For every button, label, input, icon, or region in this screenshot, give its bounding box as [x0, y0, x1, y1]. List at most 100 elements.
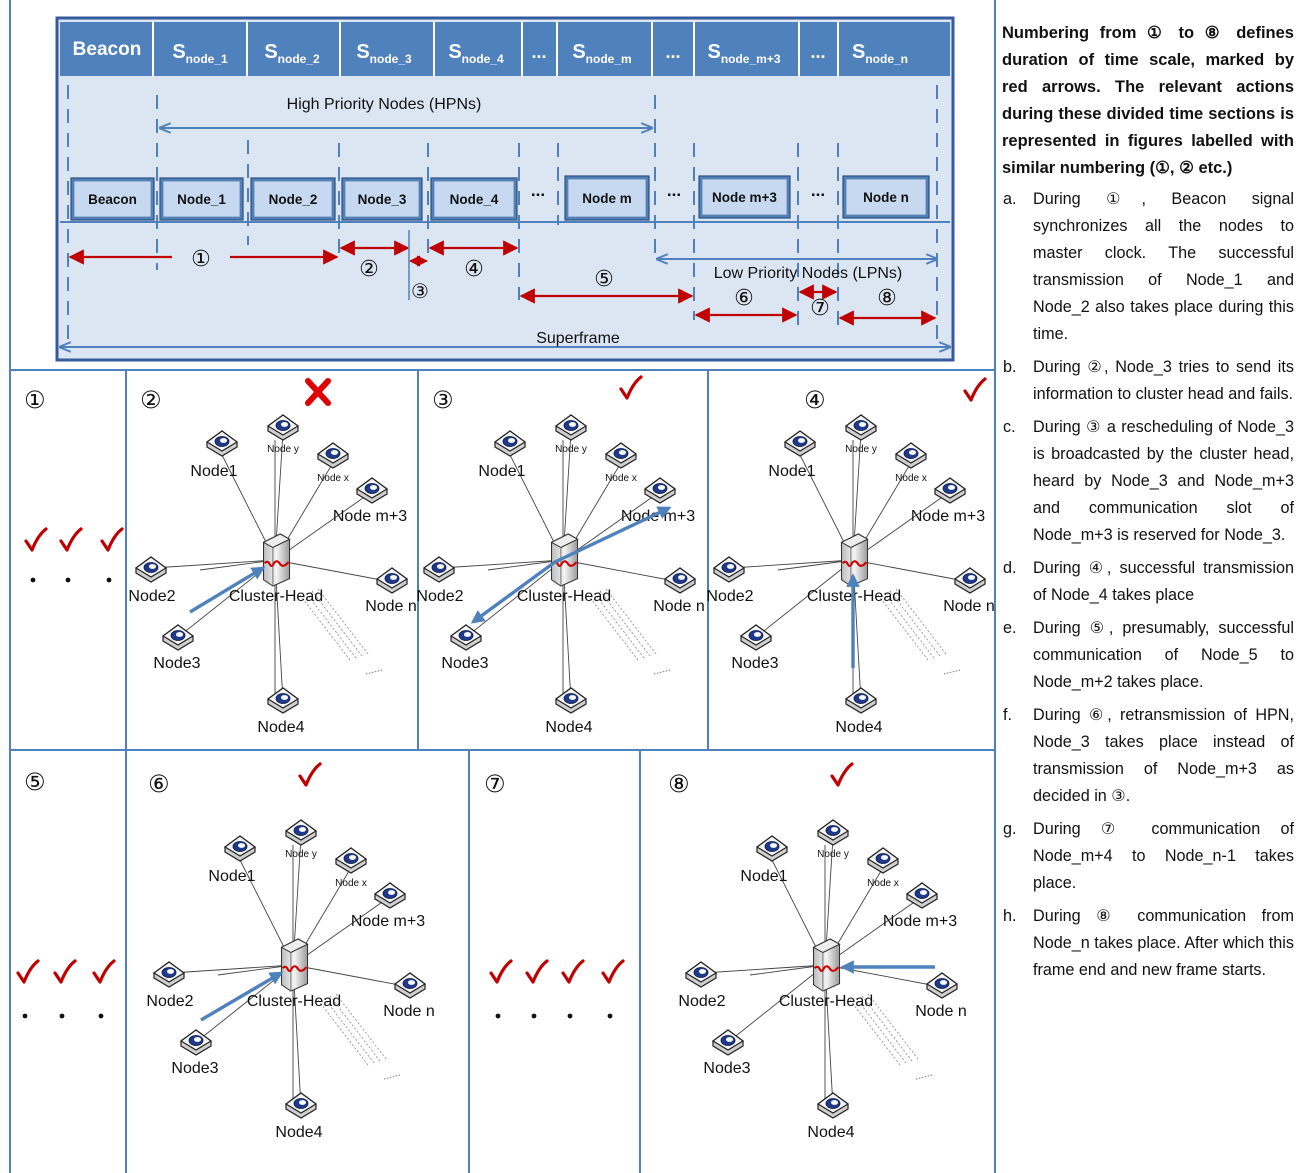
more-nodes-lines	[305, 592, 357, 659]
timeline-block-inner-7	[701, 178, 788, 216]
interval-number-1: ①	[191, 247, 211, 272]
timeline-block-4: Node_3	[358, 192, 407, 207]
ellipsis-1: ...	[531, 181, 545, 200]
nodex-icon	[335, 847, 367, 874]
description-item: g.During ⑦ communication of Node_m+4 to …	[1000, 816, 1294, 897]
link-line	[464, 559, 564, 639]
noden-label: Node n	[383, 1003, 435, 1020]
more-nodes-lines	[317, 999, 369, 1066]
node4-icon	[285, 1092, 317, 1119]
node2-label: Node2	[706, 588, 753, 605]
node1-label: Node1	[768, 463, 815, 480]
interval-number-2: ②	[359, 257, 379, 282]
panel-number-6: ⑥	[148, 770, 170, 798]
cluster-head-label: Cluster-Head	[517, 588, 611, 605]
cluster-head-icon	[262, 532, 291, 588]
node4-label: Node4	[275, 1124, 322, 1141]
more-nodes-lines	[317, 588, 369, 655]
more-nodes-lines	[329, 995, 381, 1062]
node1-label: Node1	[190, 463, 237, 480]
timeline-block-1: Beacon	[88, 192, 137, 207]
timeline-block-inner-8	[845, 178, 927, 216]
link-line	[292, 897, 389, 966]
cluster-head-icon	[280, 937, 309, 993]
interval-number-6: ⑥	[734, 286, 754, 311]
node4-label: Node4	[835, 719, 882, 736]
link-line	[702, 964, 826, 974]
description-item-text: During ④, successful transmission of Nod…	[1033, 559, 1294, 604]
node2-label: Node2	[146, 993, 193, 1010]
node2-icon	[135, 556, 167, 583]
nodem3-label: Node m+3	[621, 508, 695, 525]
description-item-text: During ⑧ communication from Node_n takes…	[1033, 907, 1294, 979]
description-item-letter: d.	[1003, 559, 1017, 577]
description-item-text: During ②, Node_3 tries to send its infor…	[1033, 358, 1294, 403]
noden-icon	[376, 567, 408, 594]
check-icon	[561, 959, 585, 984]
link-line	[726, 964, 826, 1044]
panel-number-5: ⑤	[24, 768, 46, 796]
timeline-block-inner-6	[567, 178, 647, 218]
node3-label: Node3	[153, 655, 200, 672]
more-nodes-lines	[599, 590, 651, 657]
nodey-icon	[285, 819, 317, 846]
timeline-block-inner-3	[253, 180, 333, 218]
interval-arrows	[68, 230, 937, 326]
noden-icon	[954, 567, 986, 594]
interval-numbers: ① ② ③ ④ ⑤ ⑥ ⑦ ⑧	[191, 247, 897, 321]
check-icon	[525, 959, 549, 984]
node1-icon	[206, 430, 238, 457]
description-item-letter: h.	[1003, 907, 1017, 925]
timeline-block-6: Node m	[582, 191, 632, 206]
description-item-text: During ⑦ communication of Node_m+4 to No…	[1033, 820, 1294, 892]
timeline-block-inner-5	[433, 180, 515, 218]
more-nodes-lines	[889, 590, 941, 657]
nodem3-label: Node m+3	[883, 913, 957, 930]
check-icon	[489, 959, 513, 984]
link-line	[852, 559, 971, 583]
description-item-text: During ⑤, presumably, successful communi…	[1033, 619, 1294, 691]
more-nodes-lines	[299, 594, 351, 661]
more-nodes-lines	[323, 997, 375, 1064]
panel-number-3: ③	[432, 386, 454, 414]
node1-label: Node1	[208, 868, 255, 885]
interval-number-3: ③	[411, 279, 429, 303]
link-line	[824, 897, 921, 966]
timeline-block-7: Node m+3	[712, 190, 777, 205]
node4-label: Node4	[545, 719, 592, 736]
description-panel: Numbering from ① to ⑧ defines duration o…	[1000, 20, 1294, 990]
check-icon	[53, 959, 77, 984]
panel-number-2: ②	[140, 386, 162, 414]
dot-icon	[567, 1013, 573, 1019]
node2-icon	[713, 556, 745, 583]
more-nodes-lines	[855, 997, 907, 1064]
block-ellipses: ... ... ...	[531, 181, 825, 200]
transmission-arrow	[200, 971, 284, 1022]
interval-number-4: ④	[464, 257, 484, 282]
header-beacon: Beacon	[73, 39, 142, 60]
description-item: h. During ⑧ communication from Node_n tak…	[1000, 903, 1294, 984]
nodem3-label: Node m+3	[333, 508, 407, 525]
nodex-icon	[867, 847, 899, 874]
dot-icon	[531, 1013, 537, 1019]
link-line	[170, 964, 294, 974]
success-check-icon	[830, 762, 854, 787]
more-nodes-lines	[877, 594, 929, 661]
interval-number-8: ⑧	[877, 286, 897, 311]
node2-icon	[153, 961, 185, 988]
node3-label: Node3	[441, 655, 488, 672]
more-nodes-lines	[867, 993, 919, 1060]
description-item: b.During ②, Node_3 tries to send its inf…	[1000, 354, 1294, 408]
noden-icon	[664, 567, 696, 594]
nodey-icon	[817, 819, 849, 846]
nodem3-label: Node m+3	[911, 508, 985, 525]
more-nodes-lines	[895, 588, 947, 655]
panel-number-8: ⑧	[668, 770, 690, 798]
noden-label: Node n	[943, 598, 995, 615]
node4-icon	[267, 687, 299, 714]
